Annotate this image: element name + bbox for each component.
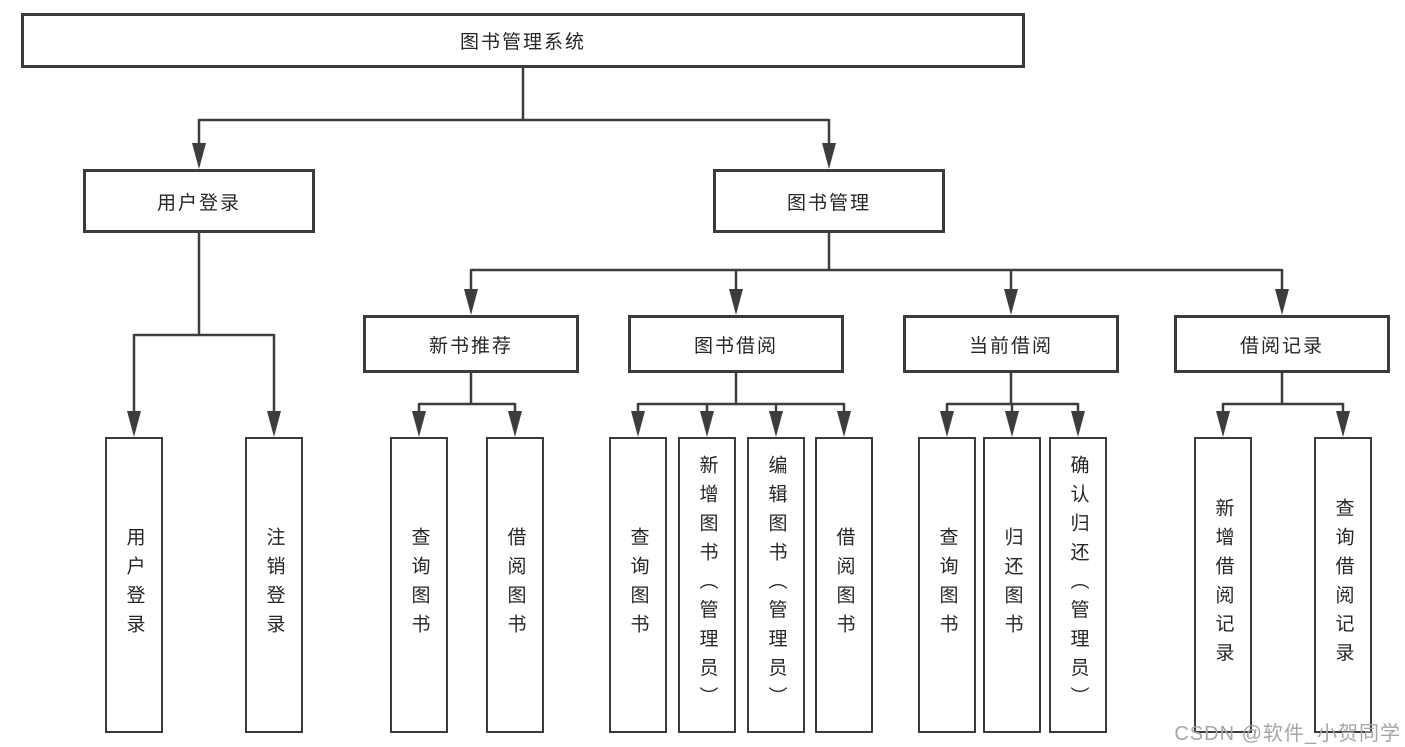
node-borrow-books-1: 借阅图书 (486, 437, 544, 733)
node-label: 编辑图书（管理员） (765, 455, 787, 715)
node-label: 新增借阅记录 (1212, 498, 1234, 672)
node-add-book-admin: 新增图书（管理员） (678, 437, 736, 733)
node-label: 查询图书 (408, 527, 430, 643)
node-label: 注销登录 (263, 527, 285, 643)
node-label: 查询图书 (936, 527, 958, 643)
arrowheads (127, 143, 1350, 437)
node-book-management: 图书管理 (713, 169, 945, 233)
node-query-books-2: 查询图书 (609, 437, 667, 733)
node-user-login-leaf: 用户登录 (105, 437, 163, 733)
node-borrow-records: 借阅记录 (1174, 315, 1390, 373)
node-book-borrow: 图书借阅 (628, 315, 844, 373)
node-logout-leaf: 注销登录 (245, 437, 303, 733)
node-borrow-books-2: 借阅图书 (815, 437, 873, 733)
node-query-books-3: 查询图书 (918, 437, 976, 733)
csdn-watermark: CSDN @软件_小贺同学 (1174, 723, 1401, 745)
node-label: 用户登录 (123, 527, 145, 643)
node-label: 借阅图书 (833, 527, 855, 643)
node-return-book: 归还图书 (983, 437, 1041, 733)
node-label: 查询图书 (627, 527, 649, 643)
node-label: 归还图书 (1001, 527, 1023, 643)
node-new-book-recommend: 新书推荐 (363, 315, 579, 373)
node-label: 新增图书（管理员） (696, 455, 718, 715)
node-user-login-group: 用户登录 (83, 169, 315, 233)
node-label: 确认归还（管理员） (1067, 455, 1089, 715)
node-edit-book-admin: 编辑图书（管理员） (747, 437, 805, 733)
node-add-borrow-record: 新增借阅记录 (1194, 437, 1252, 733)
node-query-books-1: 查询图书 (390, 437, 448, 733)
node-library-system: 图书管理系统 (21, 13, 1025, 68)
node-confirm-return-admin: 确认归还（管理员） (1049, 437, 1107, 733)
node-label: 借阅图书 (504, 527, 526, 643)
node-label: 查询借阅记录 (1332, 498, 1354, 672)
node-current-borrow: 当前借阅 (903, 315, 1119, 373)
node-query-borrow-record: 查询借阅记录 (1314, 437, 1372, 733)
